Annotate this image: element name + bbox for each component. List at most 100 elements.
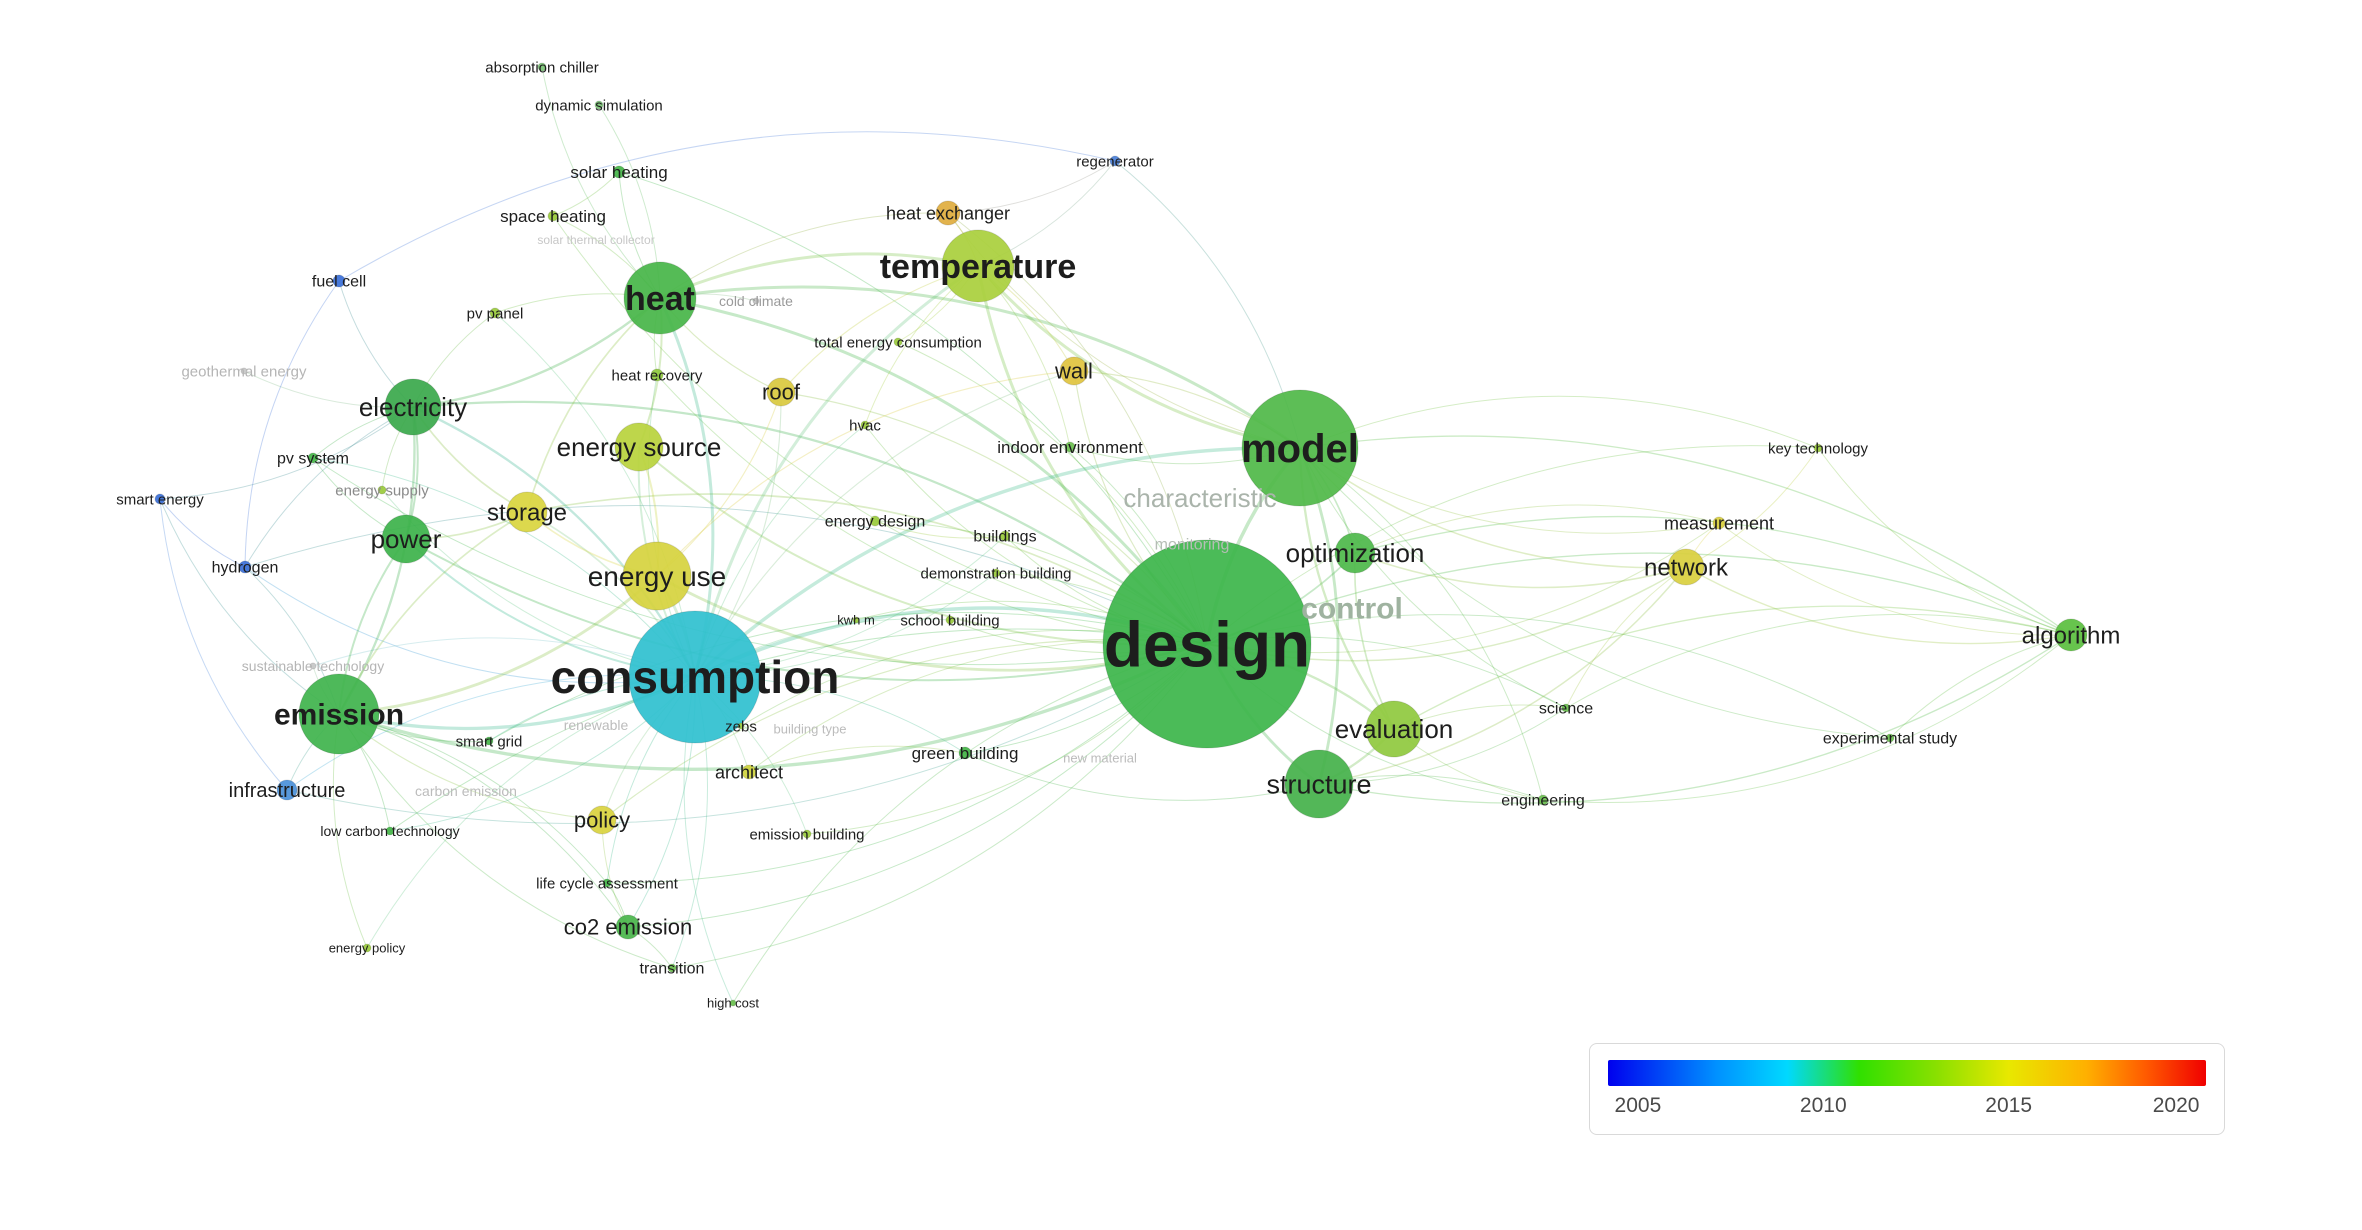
node-total_energy_consumption[interactable]: [893, 337, 903, 347]
node-consumption[interactable]: [628, 610, 762, 744]
label-architect: architect: [715, 762, 783, 782]
label-sustainable_technology: sustainable technology: [242, 658, 384, 674]
edge: [1354, 552, 1687, 589]
label-solar_heating: solar heating: [570, 163, 667, 182]
node-emission_building[interactable]: [802, 829, 812, 839]
edge: [693, 264, 979, 678]
node-architect[interactable]: [741, 764, 757, 780]
node-energy_use[interactable]: [622, 541, 692, 611]
label-buildings: buildings: [973, 529, 1036, 546]
node-structure[interactable]: [1284, 749, 1354, 819]
node-sustainable_technology[interactable]: [309, 662, 317, 670]
label-emission: emission: [274, 699, 404, 732]
label-demonstration_building: demonstration building: [921, 565, 1072, 582]
node-pv_panel[interactable]: [489, 307, 501, 319]
node-temperature[interactable]: [941, 229, 1015, 303]
node-roof[interactable]: [766, 377, 796, 407]
node-regenerator[interactable]: [1109, 155, 1121, 167]
label-transition: transition: [640, 961, 705, 978]
label-storage: storage: [487, 499, 567, 526]
node-hydrogen[interactable]: [238, 560, 252, 574]
node-network[interactable]: [1667, 548, 1705, 586]
label-indoor_environment: indoor environment: [997, 438, 1143, 457]
node-indoor_environment[interactable]: [1064, 441, 1076, 453]
node-engineering[interactable]: [1537, 794, 1549, 806]
label-smart_grid: smart grid: [456, 733, 523, 750]
node-key_technology[interactable]: [1813, 443, 1823, 453]
label-zebs: zebs: [725, 718, 757, 735]
node-demonstration_building[interactable]: [991, 568, 1001, 578]
label-control: control: [1301, 593, 1403, 626]
node-transition[interactable]: [667, 963, 677, 973]
label-pv_system: pv system: [277, 451, 349, 468]
node-heat_exchanger[interactable]: [935, 200, 961, 226]
node-dynamic_simulation[interactable]: [594, 100, 604, 110]
node-school_building[interactable]: [945, 615, 955, 625]
node-infrastructure[interactable]: [276, 779, 298, 801]
node-cold_climate[interactable]: [752, 297, 760, 305]
label-renewable: renewable: [564, 717, 629, 733]
edge: [338, 642, 1208, 771]
edge: [1685, 566, 2072, 645]
node-co2_emission[interactable]: [615, 914, 641, 940]
label-energy_source: energy source: [557, 432, 722, 462]
label-life_cycle_assessment: life cycle assessment: [536, 875, 679, 892]
label-network: network: [1644, 554, 1729, 581]
node-buildings[interactable]: [999, 530, 1011, 542]
node-wall[interactable]: [1059, 356, 1089, 386]
labels-layer: designconsumptionmodeltemperatureheatemi…: [116, 59, 2120, 1010]
edge: [338, 574, 658, 716]
node-fuel_cell[interactable]: [332, 274, 346, 288]
node-geothermal_energy[interactable]: [240, 367, 248, 375]
node-absorption_chiller[interactable]: [537, 62, 547, 72]
node-evaluation[interactable]: [1365, 700, 1423, 758]
node-energy_supply[interactable]: [377, 485, 387, 495]
label-heat_exchanger: heat exchanger: [886, 203, 1010, 223]
node-space_heating[interactable]: [547, 210, 559, 222]
node-experimental_study[interactable]: [1885, 733, 1895, 743]
node-high_cost[interactable]: [729, 999, 737, 1007]
node-electricity[interactable]: [384, 378, 442, 436]
node-low_carbon_technology[interactable]: [385, 826, 395, 836]
label-kwh_m: kwh m: [837, 613, 875, 628]
node-design[interactable]: [1102, 539, 1312, 749]
label-green_building: green building: [912, 744, 1019, 763]
edge: [389, 628, 1208, 832]
node-energy_design[interactable]: [869, 515, 881, 527]
node-science[interactable]: [1561, 703, 1571, 713]
label-school_building: school building: [900, 612, 999, 629]
node-hvac[interactable]: [860, 420, 870, 430]
node-energy_policy[interactable]: [362, 943, 372, 953]
node-heat_recovery[interactable]: [650, 368, 664, 382]
node-kwh_m[interactable]: [852, 616, 860, 624]
legend-tick-2010: 2010: [1799, 1094, 1847, 1117]
node-smart_energy[interactable]: [154, 493, 166, 505]
node-solar_heating[interactable]: [612, 165, 626, 179]
node-energy_source[interactable]: [614, 422, 664, 472]
node-zebs[interactable]: [737, 722, 745, 730]
node-smart_grid[interactable]: [484, 736, 494, 746]
node-model[interactable]: [1241, 389, 1359, 507]
nodes-layer: [154, 62, 2088, 1007]
node-algorithm[interactable]: [2054, 618, 2088, 652]
node-emission[interactable]: [298, 673, 380, 755]
edge: [338, 131, 1116, 282]
edge: [159, 498, 246, 568]
label-engineering: engineering: [1501, 793, 1585, 810]
node-measurement[interactable]: [1712, 516, 1726, 530]
label-temperature: temperature: [880, 248, 1077, 286]
edge: [1318, 634, 2072, 804]
node-green_building[interactable]: [958, 746, 972, 760]
node-storage[interactable]: [506, 491, 548, 533]
node-heat[interactable]: [623, 261, 697, 335]
edge: [659, 285, 1301, 450]
node-life_cycle_assessment[interactable]: [602, 878, 612, 888]
node-pv_system[interactable]: [307, 452, 319, 464]
node-power[interactable]: [381, 514, 431, 564]
node-optimization[interactable]: [1334, 532, 1376, 574]
node-policy[interactable]: [587, 805, 617, 835]
edge: [1393, 605, 2072, 730]
